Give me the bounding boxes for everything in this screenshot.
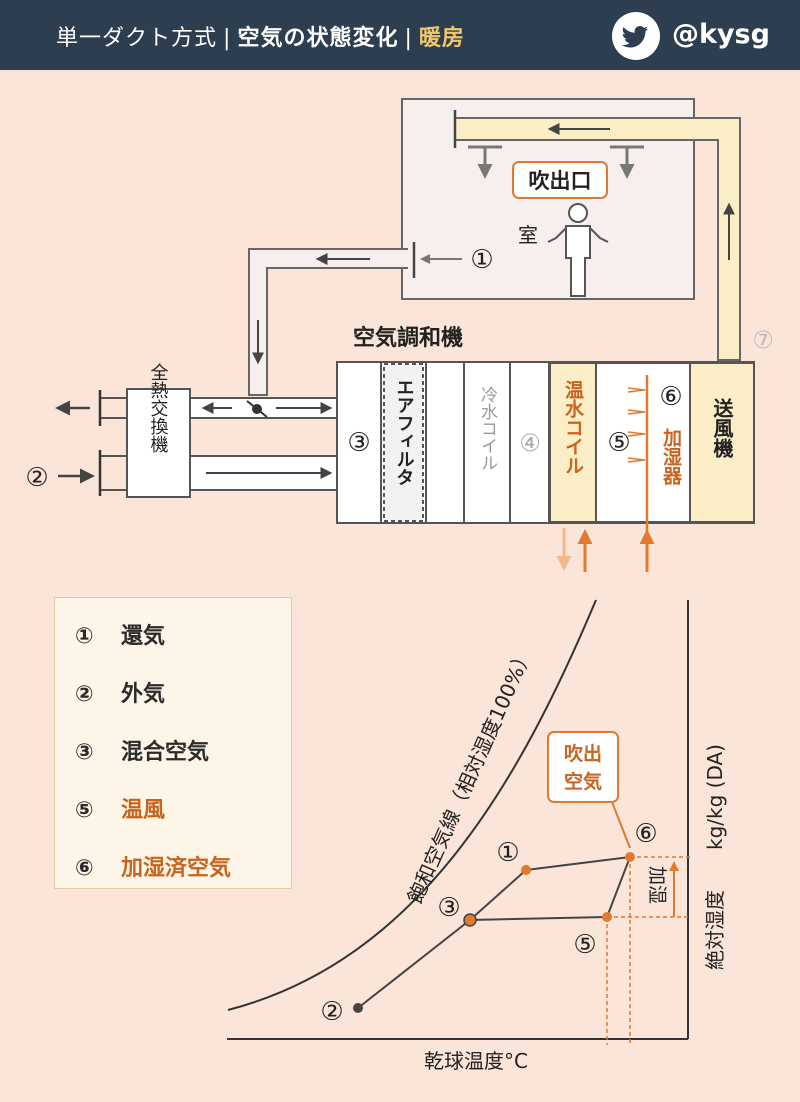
legend-item: ⑤ 温風: [75, 792, 165, 824]
legend-label: 温風: [121, 798, 166, 823]
damper-icon: [246, 400, 268, 418]
legend-label: 外気: [121, 682, 166, 707]
return-duct: [248, 248, 408, 396]
legend-label: 混合空気: [121, 740, 210, 765]
chart-point-3: ③: [437, 893, 460, 923]
chart-point-1: ①: [496, 838, 519, 868]
twitter-bird-icon[interactable]: [612, 12, 660, 60]
point-6-label: ⑥: [659, 382, 682, 412]
outlet-label: 吹出口: [529, 169, 592, 193]
legend-item: ① 還気: [75, 618, 165, 650]
saturation-curve: [227, 599, 597, 1011]
y-axis-unit: kg/kg (DA): [703, 744, 727, 850]
point-4-label: ④: [519, 429, 541, 457]
point-2-label: ②: [25, 463, 48, 493]
exhaust-duct: [100, 397, 127, 419]
point-1-marker: [521, 865, 531, 875]
legend-panel: ① 還気 ② 外気 ③ 混合空気 ⑤ 温風 ⑥ 加湿済空気: [54, 597, 292, 889]
legend-label: 還気: [121, 624, 166, 649]
title-separator: |: [404, 26, 413, 51]
humidifier-label: 加湿器: [660, 428, 683, 486]
title-topic: 空気の状態変化: [237, 26, 399, 51]
legend-item: ② 外気: [75, 676, 165, 708]
person-icon: [547, 203, 609, 297]
diffuser-right: [610, 145, 644, 179]
ahu-label: 空気調和機: [353, 325, 463, 351]
heat-exchanger-label: 全熱交換機: [148, 363, 169, 454]
air-state-diagram: 吹出口 室 ① 空気調和機 ③ エアフィルタ 冷水コイル ④ 温水: [25, 98, 774, 1073]
upper-duct: [190, 397, 338, 419]
chart-point-2: ②: [320, 997, 343, 1027]
title-mode: 暖房: [418, 26, 465, 51]
x-axis-label: 乾球温度°C: [424, 1049, 528, 1073]
legend-num: ①: [75, 624, 94, 649]
supply-air-callout: [547, 731, 619, 803]
cooling-coil-label: 冷水コイル: [477, 386, 498, 471]
heating-coil-label: 温水コイル: [562, 380, 584, 475]
point-7-label: ⑦: [752, 326, 774, 354]
author-handle[interactable]: @kysg: [672, 19, 770, 50]
legend-num: ⑤: [75, 798, 94, 823]
point-5-marker: [602, 912, 612, 922]
page-title: 単一ダクト方式|空気の状態変化|暖房: [56, 20, 465, 52]
air-filter-label: エアフィルタ: [394, 378, 415, 486]
outdoor-duct: [100, 455, 127, 491]
air-filter: [383, 363, 424, 522]
heat-exchanger-box: [126, 388, 191, 498]
legend-num: ②: [75, 682, 94, 707]
point-2-marker: [353, 1003, 363, 1013]
humidification-label: 加湿: [646, 866, 668, 904]
point-1-label: ①: [470, 245, 493, 275]
room-label: 室: [518, 223, 538, 247]
point-5-label: ⑤: [607, 428, 630, 458]
fan: [689, 362, 755, 523]
legend-item: ⑥ 加湿済空気: [75, 850, 231, 882]
legend-item: ③ 混合空気: [75, 734, 209, 766]
point-3-label: ③: [347, 428, 370, 458]
legend-num: ⑥: [75, 856, 94, 881]
diffuser-left: [468, 145, 502, 179]
title-separator: |: [223, 26, 232, 51]
fan-label: 送風機: [710, 397, 734, 458]
psychrometric-chart: 飽和空気線（相対湿度100%） 乾球温度°C kg/kg (DA) 絶対湿度 加…: [227, 599, 727, 1073]
chart-point-5: ⑤: [573, 930, 596, 960]
chart-point-6: ⑥: [634, 819, 657, 849]
point-6-marker: [625, 852, 635, 862]
legend-num: ③: [75, 740, 94, 765]
outlet-label-box: [512, 161, 608, 199]
point-3-marker: [463, 913, 477, 927]
title-system: 単一ダクト方式: [56, 26, 218, 51]
supply-air-label: 吹出空気: [564, 742, 602, 793]
header-bar: 単一ダクト方式|空気の状態変化|暖房 @kysg: [0, 0, 800, 70]
spray-nozzles-icon: [627, 387, 646, 463]
y-axis-label: 絶対湿度: [703, 890, 727, 970]
legend-label: 加湿済空気: [121, 856, 232, 881]
